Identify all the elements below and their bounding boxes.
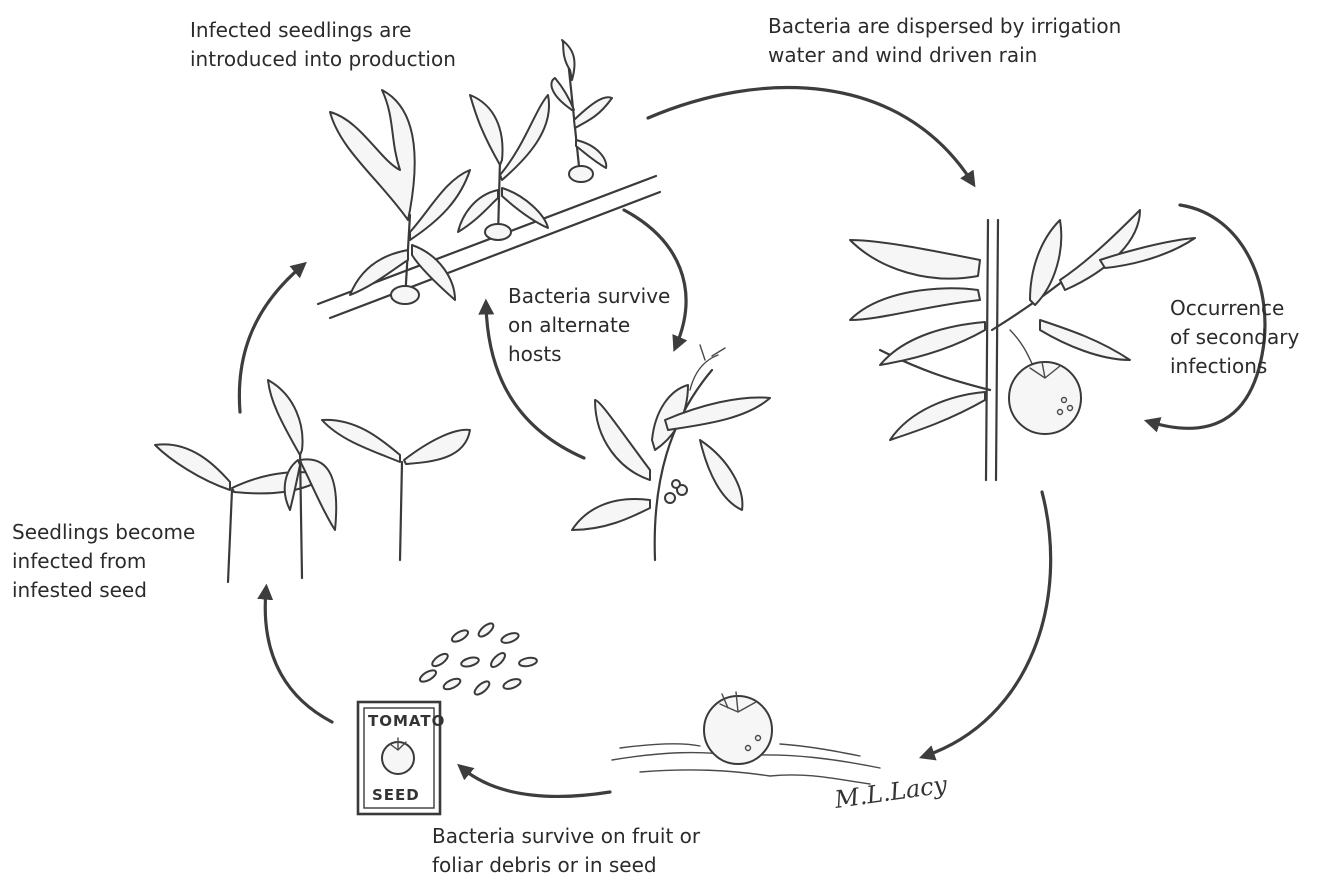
caption-bacteria-dispersed: Bacteria are dispersed by irrigation wat… [768,12,1121,70]
caption-seed-infection: Seedlings become infected from infested … [12,518,195,605]
arrow-dispersal [648,88,972,182]
caption-debris-survival: Bacteria survive on fruit or foliar debr… [432,822,700,880]
illustrator-signature: M.L.Lacy [832,770,949,814]
seeds-illustration [418,621,537,697]
caption-infected-seedlings-line-2: introduced into production [190,45,456,74]
caption-secondary-infections: Occurrence of secondary infections [1170,294,1299,381]
caption-debris-survival-line-2: foliar debris or in seed [432,851,700,880]
seedlings-illustration [155,380,470,582]
seed-packet-bottom-label: SEED [372,786,420,804]
caption-secondary-infections-line-1: Occurrence [1170,294,1299,323]
caption-bacteria-dispersed-line-1: Bacteria are dispersed by irrigation [768,12,1121,41]
caption-seed-infection-line-2: infected from [12,547,195,576]
caption-alternate-hosts-line-3: hosts [508,340,670,369]
caption-secondary-infections-line-3: infections [1170,352,1299,381]
transplant-tray-illustration [318,40,660,318]
caption-alternate-hosts-line-1: Bacteria survive [508,282,670,311]
caption-alternate-hosts: Bacteria survive on alternate hosts [508,282,670,369]
fallen-fruit-illustration: M.L.Lacy [612,692,949,814]
caption-seed-infection-line-1: Seedlings become [12,518,195,547]
caption-debris-survival-line-1: Bacteria survive on fruit or [432,822,700,851]
mature-tomato-plant-illustration [850,210,1195,480]
seed-packet-illustration: TOMATO SEED [358,702,445,814]
arrow-debris-to-seed [462,768,610,796]
alternate-host-illustration [572,345,770,560]
arrow-seed-to-seedlings [265,590,332,722]
seed-packet-top-label: TOMATO [368,712,445,730]
caption-infected-seedlings-line-1: Infected seedlings are [190,16,456,45]
arrow-to-debris [925,492,1051,756]
caption-secondary-infections-line-2: of secondary [1170,323,1299,352]
caption-bacteria-dispersed-line-2: water and wind driven rain [768,41,1121,70]
caption-infected-seedlings: Infected seedlings are introduced into p… [190,16,456,74]
caption-alternate-hosts-line-2: on alternate [508,311,670,340]
caption-seed-infection-line-3: infested seed [12,576,195,605]
